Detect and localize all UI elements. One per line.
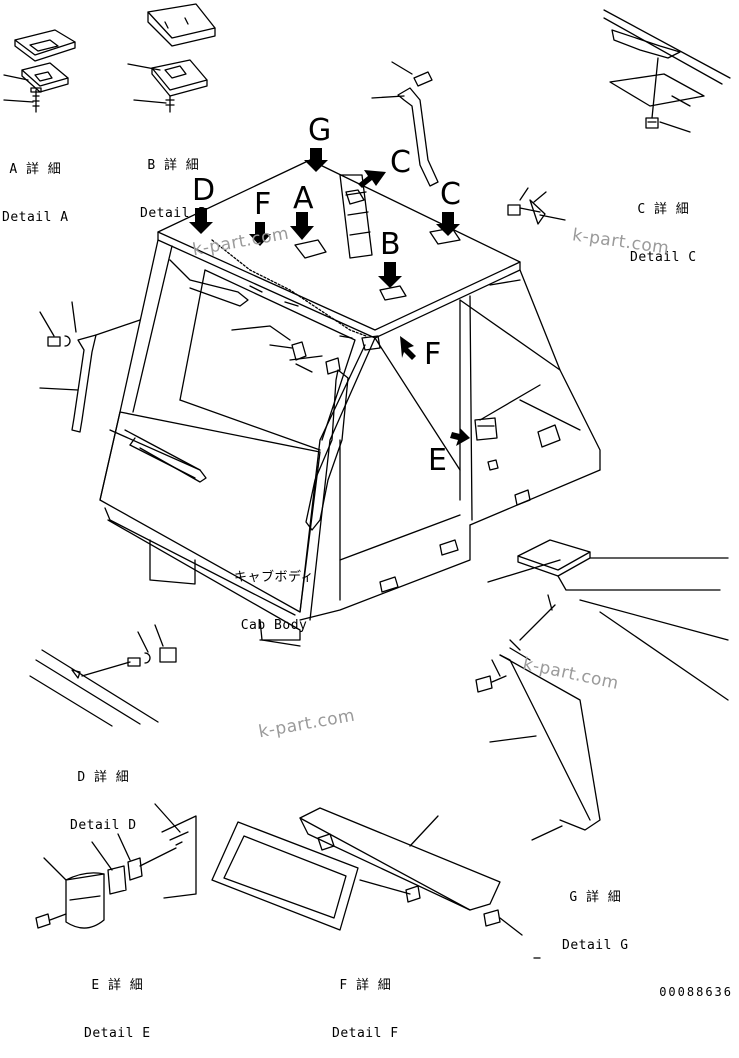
arrow-g [304, 148, 328, 172]
detail-b-label: B 詳 細 Detail B [140, 126, 207, 238]
detail-a-label: A 詳 細 Detail A [2, 130, 69, 242]
arrow-c-left [358, 170, 386, 188]
arrow-d [189, 208, 213, 234]
arrow-f-top [249, 222, 271, 246]
callout-letter-f-top: F [254, 187, 272, 222]
detail-a-drawing [3, 29, 76, 113]
detail-a-en: Detail A [2, 210, 69, 225]
detail-g-en: Detail G [562, 938, 629, 953]
detail-f-drawing [211, 807, 541, 959]
arrow-c-top [436, 212, 460, 236]
callout-letter-c-top: C [440, 177, 461, 212]
detail-c-label: C 詳 細 Detail C [630, 170, 697, 282]
left-handrail-drawing [39, 301, 141, 433]
detail-g-jp: G 詳 細 [569, 890, 622, 905]
detail-e-jp: E 詳 細 [91, 978, 144, 993]
detail-d-jp: D 詳 細 [77, 770, 130, 785]
detail-d-label: D 詳 細 Detail D [70, 738, 137, 850]
arrow-b [378, 262, 402, 288]
part-number: 00088636 [659, 985, 733, 999]
cab-body-label: キャブボディ Cab Body [234, 538, 314, 650]
arrow-a [290, 212, 314, 240]
detail-d-drawing [29, 624, 177, 727]
detail-b-jp: B 詳 細 [147, 158, 200, 173]
detail-f-jp: F 詳 細 [339, 978, 392, 993]
callout-letter-f-right: F [424, 337, 442, 372]
detail-f-label: F 詳 細 Detail F [332, 946, 399, 1058]
callout-letter-c-left: C [390, 145, 411, 180]
parts-diagram [3, 3, 731, 959]
arrow-f-right [400, 336, 416, 360]
detail-c-jp: C 詳 細 [637, 202, 690, 217]
callout-letter-g: G [308, 113, 332, 148]
roof-handrail [371, 61, 439, 187]
detail-a-jp: A 詳 細 [9, 162, 62, 177]
detail-e-en: Detail E [84, 1026, 151, 1041]
detail-c-en: Detail C [630, 250, 697, 265]
callout-letter-e: E [428, 443, 447, 478]
detail-b-en: Detail B [140, 206, 207, 221]
detail-d-en: Detail D [70, 818, 137, 833]
cab-body-en: Cab Body [240, 618, 308, 633]
detail-g-label: G 詳 細 Detail G [562, 858, 629, 970]
detail-b-drawing [127, 3, 216, 113]
detail-f-en: Detail F [332, 1026, 399, 1041]
detail-g-drawing [475, 539, 729, 841]
detail-e-label: E 詳 細 Detail E [84, 946, 151, 1058]
callout-letter-a: A [293, 181, 314, 216]
cab-body-drawing [99, 159, 601, 647]
cab-body-jp: キャブボディ [234, 570, 315, 585]
c-side-bolts [507, 187, 566, 225]
callout-letter-d: D [192, 173, 216, 208]
detail-e-drawing [35, 803, 197, 929]
arrow-e [450, 428, 470, 446]
callout-letter-b: B [380, 227, 401, 262]
callout-arrows [189, 148, 470, 446]
detail-c-drawing [603, 9, 731, 133]
